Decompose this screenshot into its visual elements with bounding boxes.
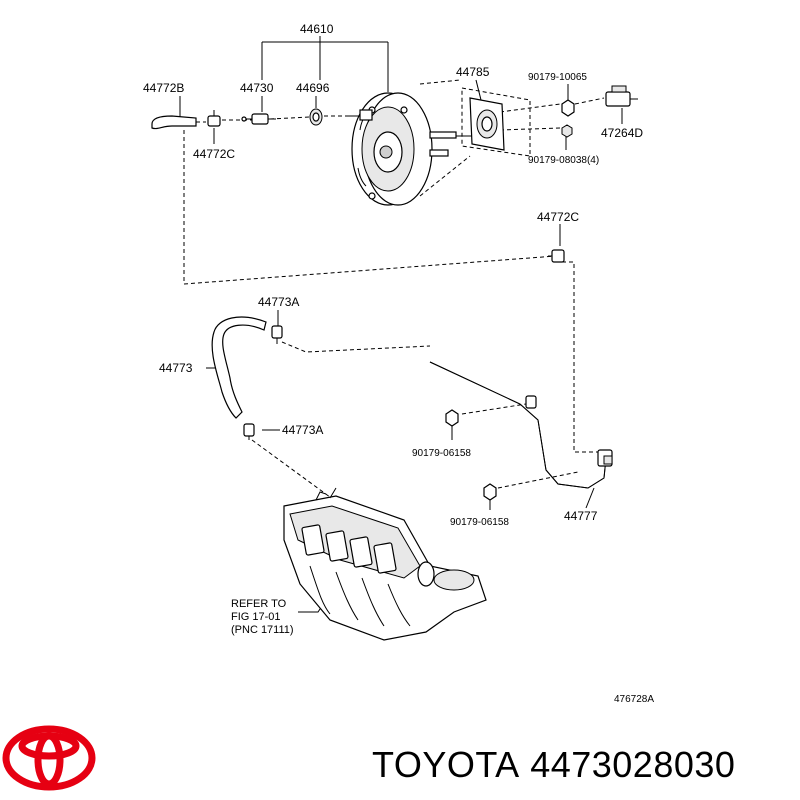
label-44772c-mid: 44772C xyxy=(537,210,579,224)
grommet xyxy=(309,108,323,126)
pipe-44777 xyxy=(429,361,613,489)
label-44785: 44785 xyxy=(456,65,490,79)
refer-line-2: FIG 17-01 xyxy=(231,611,281,623)
label-44730: 44730 xyxy=(240,81,274,95)
label-44773a-bottom: 44773A xyxy=(282,423,323,437)
label-90179-10065: 90179-10065 xyxy=(528,72,587,83)
brake-booster xyxy=(348,92,474,206)
label-44777: 44777 xyxy=(564,509,598,523)
intake-manifold xyxy=(283,487,487,641)
hose-44772b xyxy=(151,115,197,130)
clip-44772c-top xyxy=(207,110,221,127)
label-47264d: 47264D xyxy=(601,126,643,140)
bracket-47264d xyxy=(605,85,638,107)
toyota-logo-icon xyxy=(2,725,96,791)
labels: 44610 44772B 44730 44696 44785 90179-100… xyxy=(143,22,654,705)
nut-mid xyxy=(445,409,459,427)
label-90179-08038: 90179-08038(4) xyxy=(528,155,599,166)
nut-low xyxy=(483,483,497,501)
label-44772c-top: 44772C xyxy=(193,147,235,161)
brand-name: TOYOTA xyxy=(372,744,520,785)
illustration-code: 476728A xyxy=(614,694,654,705)
refer-line-1: REFER TO xyxy=(231,598,287,610)
nut-top xyxy=(561,99,575,117)
label-44696: 44696 xyxy=(296,81,330,95)
label-44773a-top: 44773A xyxy=(258,295,299,309)
clamp-44773a-top xyxy=(271,325,283,344)
label-44773: 44773 xyxy=(159,361,193,375)
part-number: 4473028030 xyxy=(530,744,736,785)
check-valve xyxy=(241,113,276,125)
gasket xyxy=(461,87,531,157)
clip-44772c-mid xyxy=(548,249,565,263)
label-44610: 44610 xyxy=(300,22,334,36)
label-90179-06158-mid: 90179-06158 xyxy=(412,448,471,459)
clamp-44773a-bottom xyxy=(243,423,255,440)
brand-part-number: TOYOTA 4473028030 xyxy=(372,742,782,788)
nut-4 xyxy=(561,124,573,138)
label-44772b: 44772B xyxy=(143,81,184,95)
label-90179-06158-low: 90179-06158 xyxy=(450,517,509,528)
hose-44773 xyxy=(211,316,267,419)
refer-line-3: (PNC 17111) xyxy=(231,624,294,636)
leader-lines xyxy=(179,36,623,613)
